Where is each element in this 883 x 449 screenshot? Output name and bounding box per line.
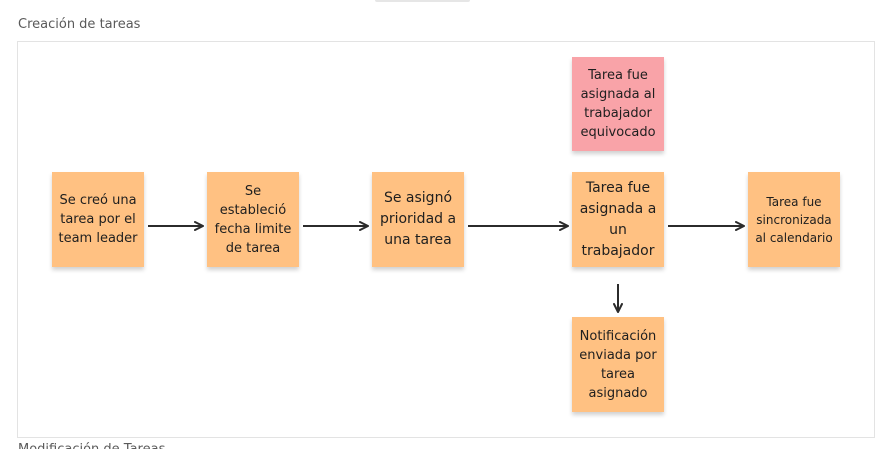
frame-title: Creación de tareas bbox=[18, 17, 141, 32]
next-frame-title: Modificación de Tareas bbox=[18, 442, 165, 449]
sticky-task-assigned[interactable]: Tarea fue asignada a un trabajador bbox=[572, 172, 664, 267]
sticky-deadline-set[interactable]: Se estableció fecha limite de tarea bbox=[207, 172, 299, 267]
sticky-notification-sent[interactable]: Notificación enviada por tarea asignado bbox=[572, 317, 664, 412]
sticky-priority-assigned[interactable]: Se asignó prioridad a una tarea bbox=[372, 172, 464, 267]
sticky-calendar-synced[interactable]: Tarea fue sincronizada al calendario bbox=[748, 172, 840, 267]
sticky-wrong-worker[interactable]: Tarea fue asignada al trabajador equivoc… bbox=[572, 57, 664, 151]
sticky-task-created[interactable]: Se creó una tarea por el team leader bbox=[52, 172, 144, 267]
top-frame-tab bbox=[375, 0, 470, 2]
